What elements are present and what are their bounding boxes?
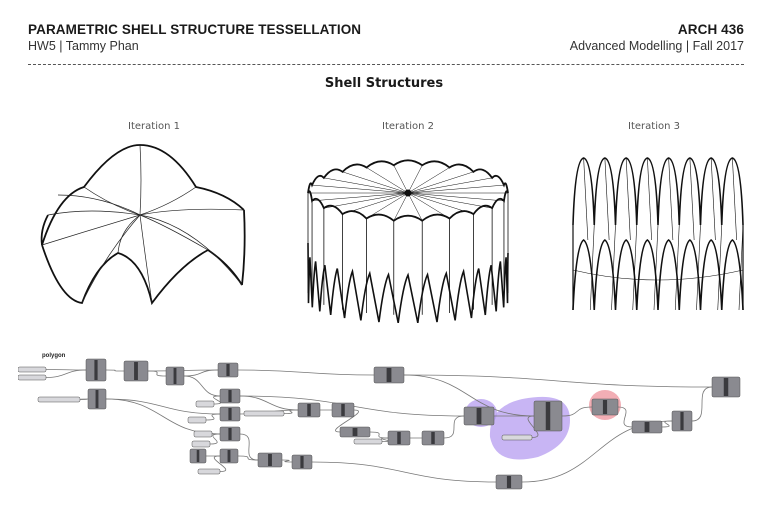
graph-param-node[interactable] (243, 410, 285, 417)
course-subtitle: Advanced Modelling | Fall 2017 (569, 39, 744, 53)
document-title: PARAMETRIC SHELL STRUCTURE TESSELLATION (28, 22, 362, 37)
graph-wire (213, 455, 227, 472)
iteration-2-shell-drawing (307, 159, 509, 324)
graph-wire (105, 369, 125, 372)
graph-wire (79, 398, 89, 400)
graph-param-node[interactable] (501, 434, 533, 441)
graph-wire (369, 431, 389, 439)
iteration-1-label: Iteration 1 (128, 121, 180, 132)
graph-wire (335, 409, 359, 433)
graph-wire (105, 398, 221, 415)
header-left: PARAMETRIC SHELL STRUCTURE TESSELLATION … (28, 22, 361, 53)
graph-param-node[interactable] (193, 430, 213, 438)
graph-wire (213, 395, 221, 405)
graph-wire (183, 369, 219, 377)
graph-wire (205, 413, 221, 421)
graph-wire (691, 386, 713, 422)
iteration-3-label: Iteration 3 (628, 121, 680, 132)
graph-wire (237, 369, 375, 376)
graph-wire (403, 374, 535, 417)
graph-param-node[interactable] (18, 374, 47, 381)
graph-param-node[interactable] (195, 400, 215, 408)
dashed-divider (28, 64, 744, 65)
graph-wire (239, 395, 299, 411)
node-graph-canvas: polygon (18, 353, 741, 490)
graph-group-label: polygon (42, 353, 66, 359)
iteration-3-shell-drawing (572, 157, 744, 311)
graph-wire (239, 433, 259, 461)
graph-wire (381, 437, 389, 442)
section-title: Shell Structures (324, 76, 444, 91)
graph-wire (617, 406, 633, 428)
graph-wire (147, 370, 167, 377)
graph-wire (561, 406, 593, 417)
graph-param-node[interactable] (187, 416, 207, 424)
graph-param-node[interactable] (191, 440, 211, 448)
graph-param-node[interactable] (18, 366, 47, 373)
graph-wire (443, 415, 465, 439)
graph-wire (183, 375, 221, 397)
graph-wire (527, 415, 539, 438)
graph-wire (311, 461, 497, 483)
graph-param-node[interactable] (37, 396, 81, 403)
course-code: ARCH 436 (677, 22, 744, 37)
header-right: ARCH 436 Advanced Modelling | Fall 2017 (570, 22, 744, 53)
graph-param-node[interactable] (197, 468, 221, 475)
graph-wire (403, 374, 713, 388)
graph-param-node[interactable] (353, 438, 383, 445)
iteration-1-shell-drawing (40, 144, 246, 306)
iteration-2-label: Iteration 2 (382, 121, 434, 132)
graph-wire (45, 369, 87, 378)
document-subtitle: HW5 | Tammy Phan (28, 39, 139, 53)
graph-wire (283, 409, 299, 414)
graph-wire (45, 369, 87, 371)
graph-wire (281, 459, 293, 463)
graph-wire (209, 433, 221, 445)
graph-wire (661, 420, 673, 428)
